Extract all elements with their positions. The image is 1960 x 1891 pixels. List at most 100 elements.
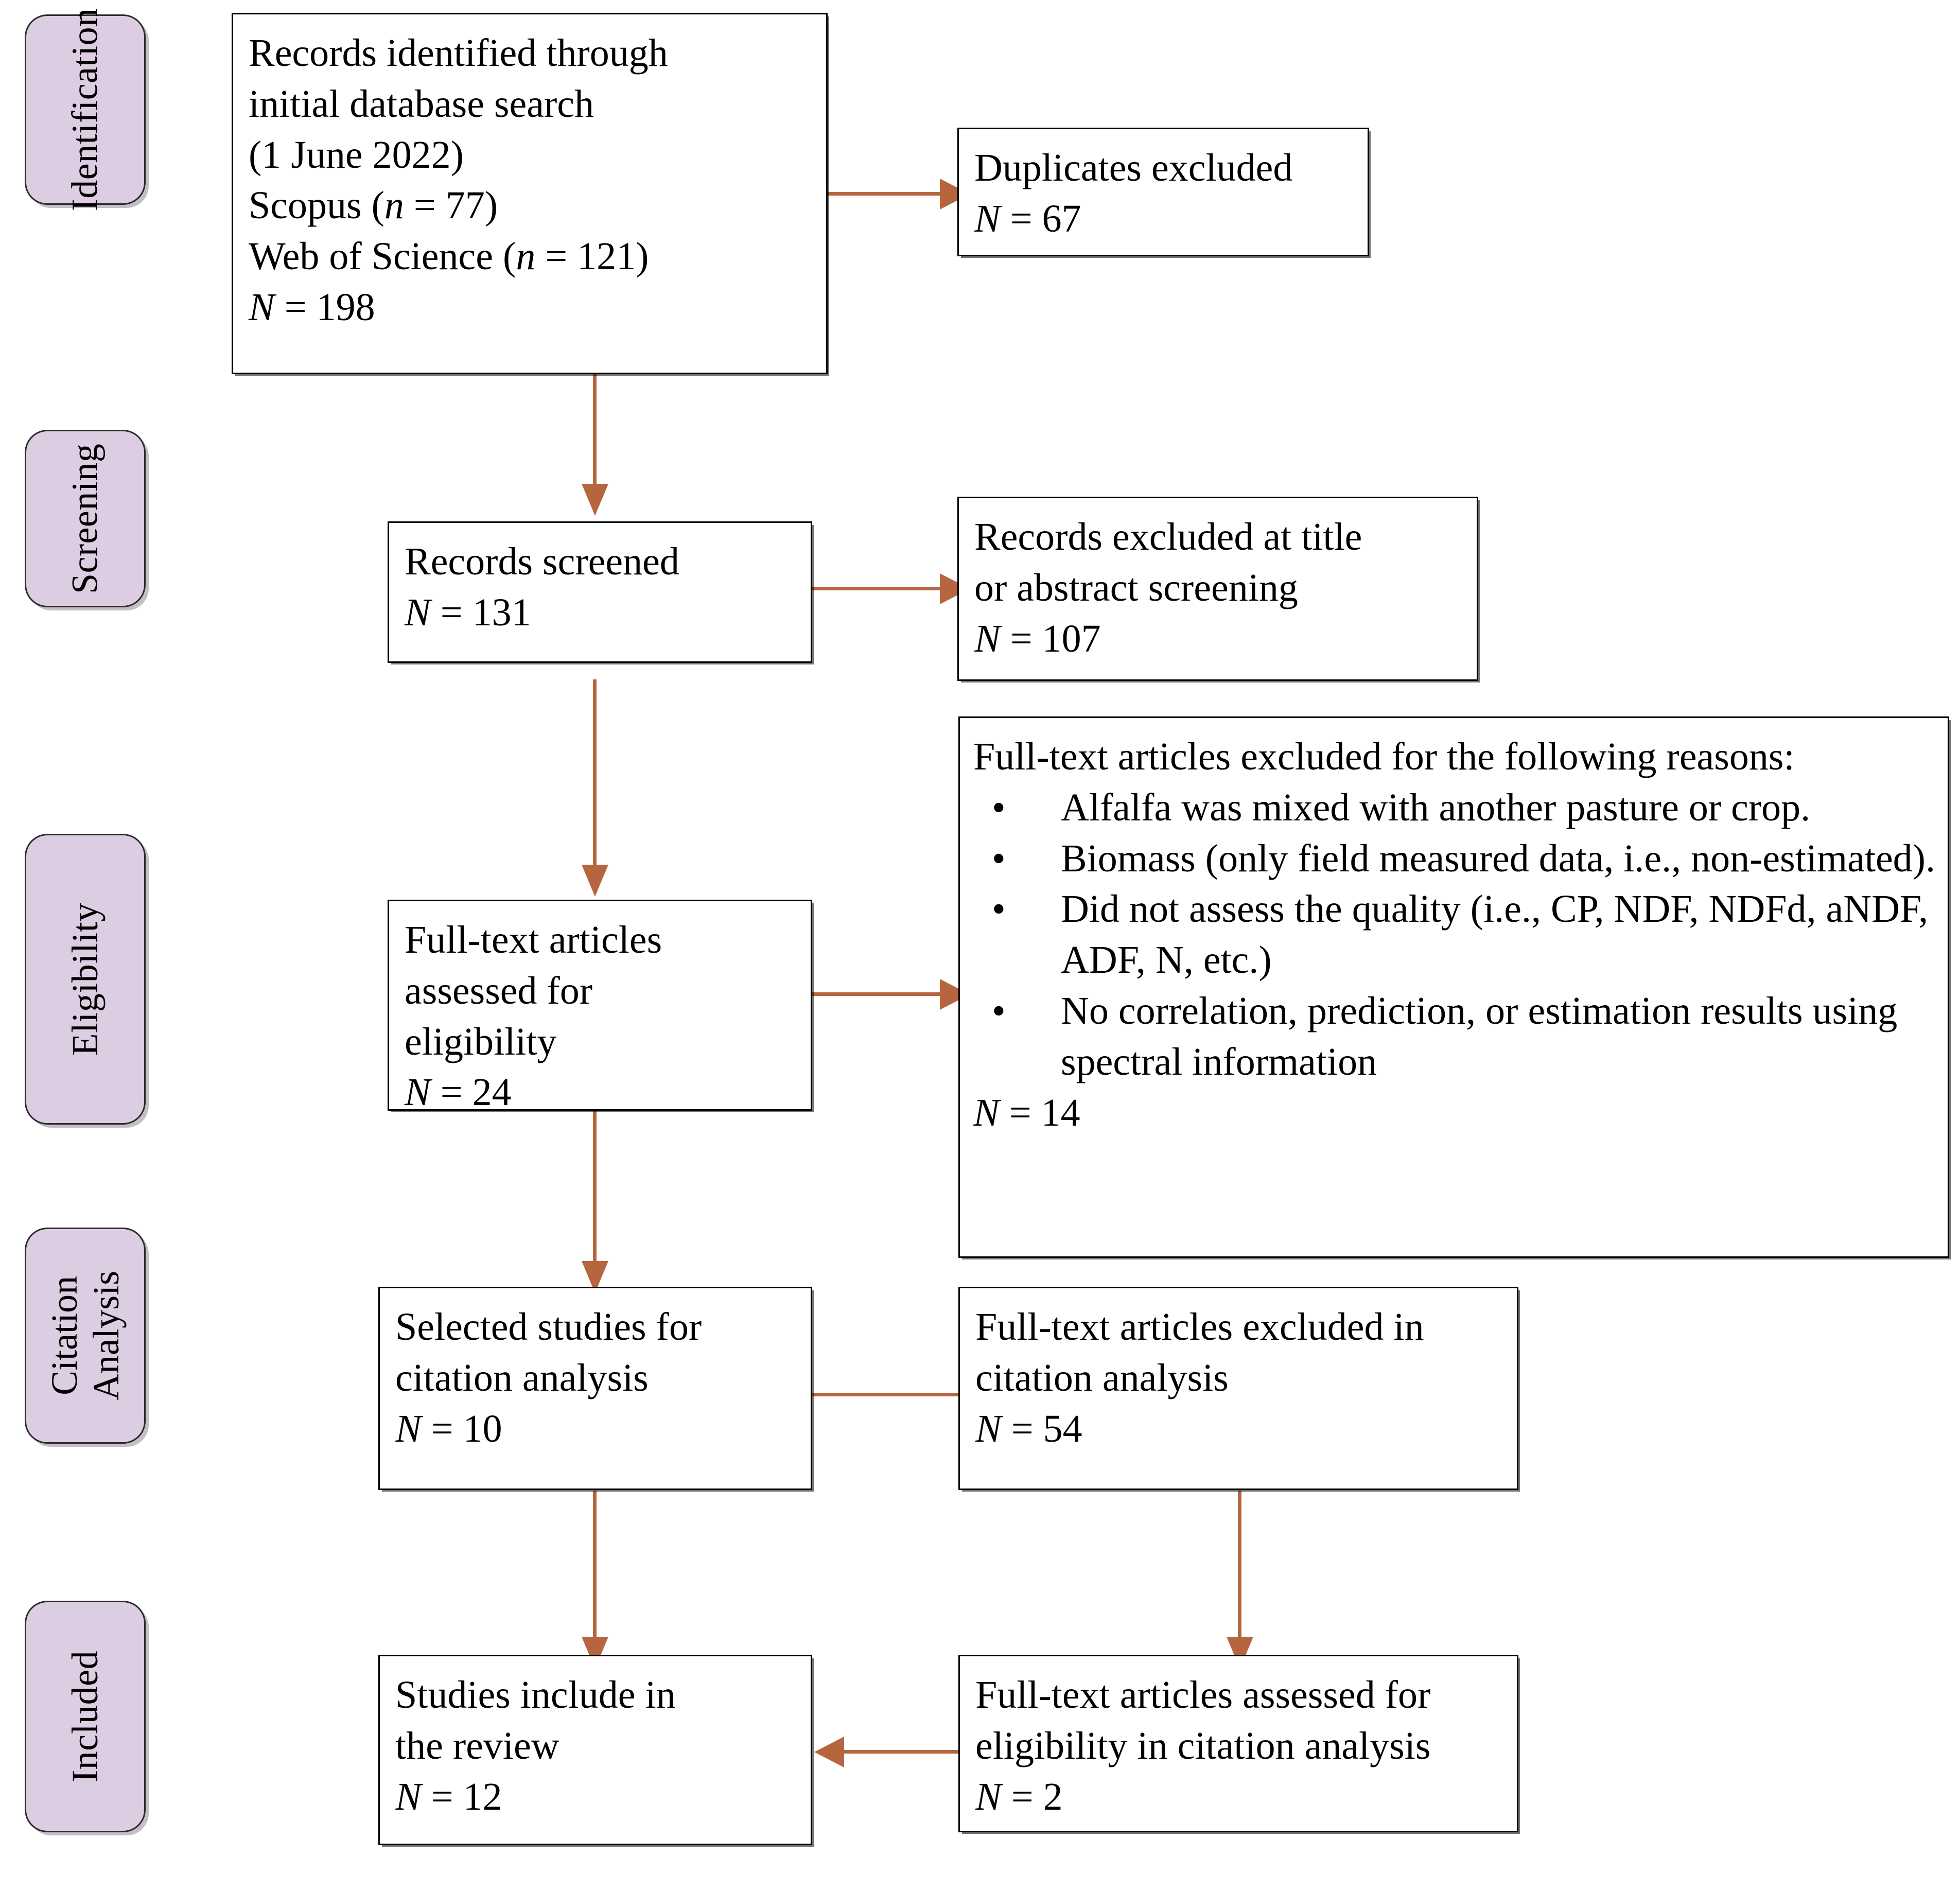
- reason-item: • Alfalfa was mixed with another pasture…: [973, 782, 1936, 833]
- fulltext-assessed-count: N = 24: [405, 1067, 797, 1118]
- records-identified-total: N = 198: [249, 282, 813, 333]
- selected-citation-line2: citation analysis: [395, 1356, 649, 1399]
- connector-fulltext-to-reasons-line: [812, 992, 943, 996]
- studies-included-count: N = 12: [395, 1772, 797, 1823]
- records-screened-line1: Records screened: [405, 540, 679, 583]
- records-identified-line2: initial database search: [249, 82, 594, 126]
- excluded-citation-count-symbol: N: [975, 1407, 1002, 1450]
- studies-included-line1: Studies include in: [395, 1673, 676, 1717]
- stage-label-citation-analysis: Citation Analysis: [25, 1228, 146, 1444]
- connector-identified-to-screened-line: [593, 373, 597, 499]
- duplicates-excluded-count: N = 67: [974, 194, 1354, 244]
- reason-item: • Biomass (only field measured data, i.e…: [973, 833, 1936, 884]
- excluded-citation-count: N = 54: [975, 1404, 1503, 1455]
- studies-included-count-symbol: N: [395, 1775, 422, 1818]
- box-fulltext-excluded-reasons: Full-text articles excluded for the foll…: [958, 716, 1949, 1258]
- wos-prefix: Web of Science (: [249, 235, 516, 278]
- fulltext-assessed-count-symbol: N: [405, 1071, 431, 1114]
- selected-citation-count: N = 10: [395, 1404, 797, 1455]
- stage-label-citation-line1: Citation: [43, 1276, 85, 1395]
- wos-n-italic: n: [516, 235, 536, 278]
- stage-label-screening: Screening: [25, 430, 146, 607]
- records-identified-scopus: Scopus (n = 77): [249, 180, 813, 231]
- box-fulltext-assessed-citation: Full-text articles assessed for eligibil…: [958, 1655, 1518, 1832]
- records-identified-line1: Records identified through: [249, 31, 668, 75]
- connector-assessed-to-included-line: [844, 1750, 960, 1754]
- connector-selected-to-excluded-citation-line: [812, 1393, 964, 1396]
- stage-label-eligibility: Eligibility: [25, 834, 146, 1125]
- records-excluded-count-value: = 107: [1000, 617, 1101, 660]
- box-duplicates-excluded: Duplicates excluded N = 67: [957, 128, 1369, 256]
- bullet-icon: •: [992, 989, 1006, 1032]
- wos-value: = 121): [535, 235, 649, 278]
- records-identified-total-symbol: N: [249, 285, 275, 329]
- fulltext-assessed-line3: eligibility: [405, 1020, 557, 1063]
- scopus-prefix: Scopus (: [249, 184, 384, 227]
- records-identified-total-value: = 198: [274, 285, 375, 329]
- fulltext-excluded-reason-list: • Alfalfa was mixed with another pasture…: [973, 782, 1936, 1088]
- records-screened-count: N = 131: [405, 587, 797, 638]
- excluded-citation-line2: citation analysis: [975, 1356, 1229, 1399]
- selected-citation-count-value: = 10: [421, 1407, 502, 1450]
- fulltext-excluded-heading: Full-text articles excluded for the foll…: [973, 735, 1795, 778]
- bullet-icon: •: [992, 785, 1006, 829]
- reason-item: • No correlation, prediction, or estimat…: [973, 986, 1936, 1088]
- reason-text: Did not assess the quality (i.e., CP, ND…: [1061, 887, 1929, 982]
- stage-label-included-text: Included: [64, 1651, 106, 1782]
- connector-excluded-citation-to-assessed-line: [1238, 1491, 1241, 1660]
- stage-label-screening-text: Screening: [64, 443, 106, 594]
- connector-assessed-to-included-arrowhead: [814, 1737, 844, 1767]
- records-excluded-count-symbol: N: [974, 617, 1001, 660]
- reason-text: Biomass (only field measured data, i.e.,…: [1061, 836, 1935, 880]
- reason-text: Alfalfa was mixed with another pasture o…: [1061, 785, 1811, 829]
- excluded-citation-count-value: = 54: [1001, 1407, 1082, 1450]
- connector-fulltext-to-selected-line: [593, 1109, 597, 1279]
- fulltext-assessed-line2: assessed for: [405, 969, 593, 1012]
- connector-identified-to-screened-arrowhead: [582, 484, 608, 516]
- fulltext-assessed-count-value: = 24: [430, 1071, 512, 1114]
- excluded-citation-line1: Full-text articles excluded in: [975, 1305, 1424, 1349]
- box-fulltext-assessed-eligibility: Full-text articles assessed for eligibil…: [388, 900, 812, 1114]
- bullet-icon: •: [992, 836, 1006, 880]
- fulltext-excluded-count: N = 14: [973, 1088, 1936, 1139]
- bullet-icon: •: [992, 887, 1006, 931]
- studies-included-line2: the review: [395, 1724, 559, 1767]
- box-studies-included: Studies include in the review N = 12: [378, 1655, 812, 1845]
- stage-label-included: Included: [25, 1601, 146, 1832]
- stage-label-eligibility-text: Eligibility: [64, 902, 106, 1056]
- box-fulltext-excluded-citation: Full-text articles excluded in citation …: [958, 1287, 1518, 1490]
- stage-label-identification: Identification: [25, 8, 146, 211]
- box-records-identified: Records identified through initial datab…: [232, 13, 828, 374]
- studies-included-count-value: = 12: [421, 1775, 502, 1818]
- reason-text: No correlation, prediction, or estimatio…: [1061, 989, 1898, 1083]
- stage-label-identification-text: Identification: [64, 8, 106, 212]
- scopus-n-italic: n: [384, 184, 404, 227]
- assessed-citation-line2: eligibility in citation analysis: [975, 1724, 1431, 1767]
- fulltext-excluded-count-symbol: N: [973, 1091, 1000, 1134]
- records-screened-count-value: = 131: [430, 590, 531, 634]
- stage-label-citation-line2: Analysis: [85, 1271, 127, 1400]
- box-records-excluded-screening: Records excluded at title or abstract sc…: [957, 497, 1478, 681]
- assessed-citation-count-symbol: N: [975, 1775, 1002, 1818]
- stage-label-citation-analysis-inner: Citation Analysis: [43, 1271, 127, 1400]
- duplicates-excluded-count-symbol: N: [974, 197, 1001, 240]
- box-records-screened: Records screened N = 131: [388, 521, 812, 663]
- connector-screened-to-fulltext-line: [593, 679, 597, 883]
- connector-screened-to-excluded-line: [812, 587, 943, 590]
- records-excluded-count: N = 107: [974, 614, 1463, 664]
- records-screened-count-symbol: N: [405, 590, 431, 634]
- fulltext-assessed-line1: Full-text articles: [405, 918, 662, 961]
- reason-item: • Did not assess the quality (i.e., CP, …: [973, 884, 1936, 986]
- duplicates-excluded-line1: Duplicates excluded: [974, 146, 1293, 189]
- fulltext-excluded-count-value: = 14: [999, 1091, 1080, 1134]
- scopus-value: = 77): [404, 184, 498, 227]
- records-identified-line3: (1 June 2022): [249, 133, 464, 177]
- connector-screened-to-fulltext-arrowhead: [582, 865, 608, 897]
- duplicates-excluded-count-value: = 67: [1000, 197, 1081, 240]
- assessed-citation-count-value: = 2: [1001, 1775, 1063, 1818]
- records-excluded-line1: Records excluded at title: [974, 515, 1362, 558]
- assessed-citation-line1: Full-text articles assessed for: [975, 1673, 1431, 1717]
- box-selected-studies-citation: Selected studies for citation analysis N…: [378, 1287, 812, 1490]
- records-identified-wos: Web of Science (n = 121): [249, 231, 813, 282]
- selected-citation-line1: Selected studies for: [395, 1305, 702, 1349]
